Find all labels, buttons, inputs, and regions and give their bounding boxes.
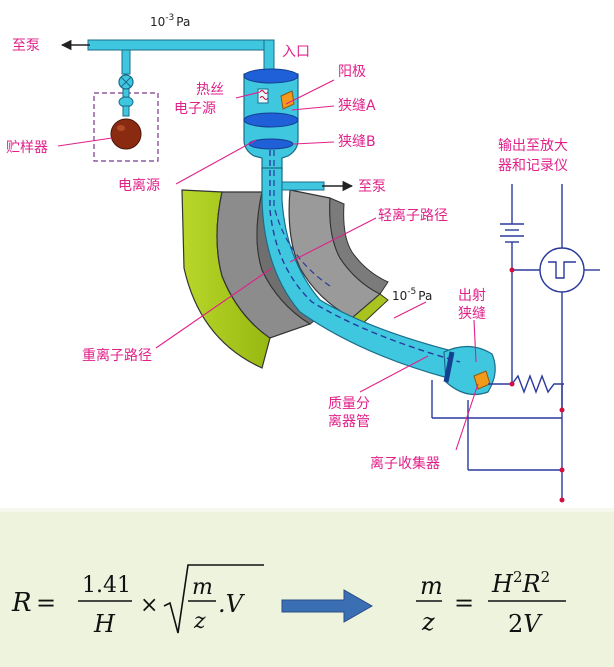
formula-m: m bbox=[420, 572, 443, 600]
anode-plate bbox=[280, 90, 295, 110]
formula-lhs: R bbox=[11, 588, 32, 618]
formula-times: × bbox=[140, 593, 158, 618]
label-reservoir: 贮样器 bbox=[6, 140, 48, 156]
label-analyzer-2: 离器管 bbox=[328, 413, 370, 430]
formula-root-den: z bbox=[193, 609, 206, 634]
label-output-line1: 输出至放大 bbox=[498, 138, 568, 154]
analyzer-tube bbox=[261, 150, 496, 395]
output-circuit bbox=[431, 184, 600, 500]
formula-numerator: 1.41 bbox=[82, 573, 131, 598]
top-vacuum-line bbox=[87, 39, 275, 75]
formula-eq-left: = bbox=[36, 589, 56, 617]
sqrt-sign bbox=[163, 564, 264, 634]
hot-wire-element bbox=[257, 88, 269, 104]
heavy-ion-path-line bbox=[269, 150, 461, 363]
formula-root-tail: .V bbox=[218, 590, 246, 618]
label-light-ion-path: 轻离子路径 bbox=[378, 207, 448, 224]
label-heavy-ion-path: 重离子路径 bbox=[82, 347, 152, 364]
formula-right: m z = H2R2 2V bbox=[416, 568, 566, 638]
formula-band bbox=[0, 508, 614, 667]
label-slit-b: 狭缝B bbox=[338, 134, 376, 150]
light-ion-path-line bbox=[273, 150, 331, 287]
formula-left: R = 1.41 H × m z .V bbox=[11, 564, 264, 638]
label-analyzer-1: 质量分 bbox=[328, 396, 370, 412]
formula-z: z bbox=[421, 608, 435, 636]
label-inlet: 入口 bbox=[282, 44, 310, 60]
label-hot-wire: 热丝 bbox=[196, 82, 224, 98]
sample-reservoir bbox=[93, 74, 159, 162]
formula-eq-right: = bbox=[454, 589, 474, 617]
formula-denominator: H bbox=[93, 610, 116, 638]
formula-den-right: 2V bbox=[508, 610, 543, 638]
label-exit-slit-2: 狭缝 bbox=[458, 306, 486, 322]
label-electron-source: 电子源 bbox=[174, 101, 216, 117]
label-exit-slit-1: 出射 bbox=[458, 288, 486, 304]
formula-h-term: H2R2 bbox=[491, 568, 550, 598]
label-to-pump-right: 至泵 bbox=[358, 179, 386, 195]
formula-root-num: m bbox=[192, 575, 213, 600]
arrow-right bbox=[281, 589, 374, 623]
label-collector: 离子收集器 bbox=[370, 455, 440, 472]
label-output-line2: 器和记录仪 bbox=[498, 158, 568, 174]
ion-source-chamber bbox=[243, 68, 299, 171]
label-slit-a: 狭缝A bbox=[338, 98, 376, 114]
label-anode: 阳极 bbox=[338, 64, 366, 80]
label-ion-source: 电离源 bbox=[118, 177, 160, 194]
label-to-pump-top: 至泵 bbox=[12, 38, 40, 54]
